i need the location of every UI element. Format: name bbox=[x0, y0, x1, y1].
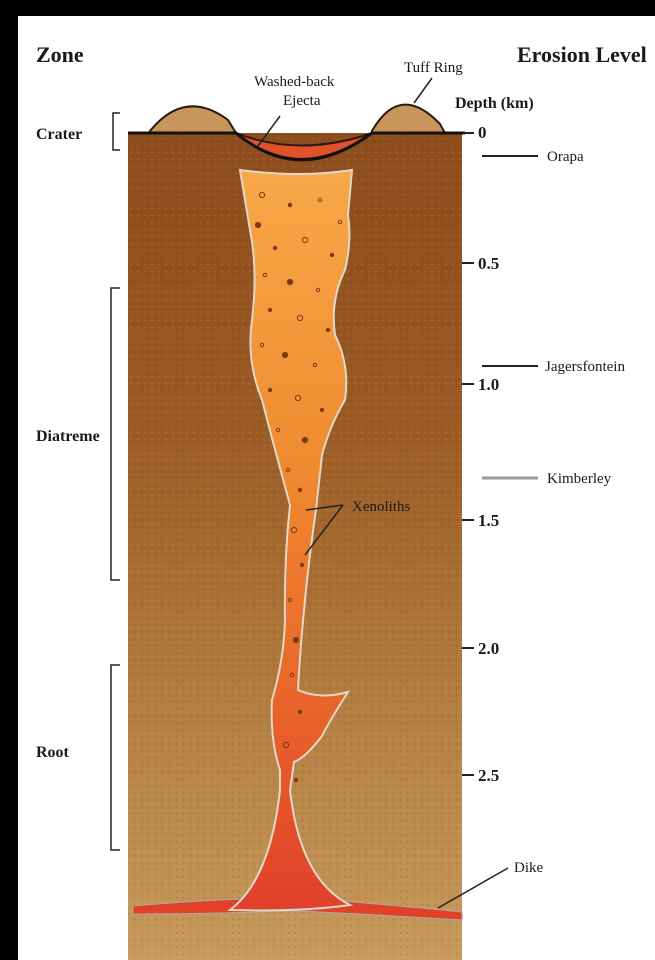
erosion-label-orapa: Orapa bbox=[547, 149, 584, 165]
xenolith-fragment bbox=[326, 328, 329, 331]
depth-tick-1.5: 1.5 bbox=[478, 511, 499, 530]
zone-label-diatreme: Diatreme bbox=[36, 428, 100, 445]
diatreme-bracket bbox=[111, 288, 120, 580]
xenolith-fragment bbox=[294, 778, 297, 781]
washed-back-label-line1: Washed-back bbox=[254, 74, 335, 90]
xenolith-fragment bbox=[293, 637, 298, 642]
crater-bracket bbox=[113, 113, 120, 150]
xenolith-fragment bbox=[268, 308, 271, 311]
xenolith-fragment bbox=[282, 352, 287, 357]
washed-back-label-line2: Ejecta bbox=[283, 93, 321, 109]
xenolith-fragment bbox=[298, 710, 301, 713]
xenoliths-label: Xenoliths bbox=[352, 499, 410, 515]
xenolith-fragment bbox=[273, 246, 276, 249]
xenolith-fragment bbox=[255, 222, 260, 227]
erosion-level-header: Erosion Level bbox=[517, 42, 647, 67]
dike-label: Dike bbox=[514, 860, 544, 876]
tuff-ring-leader bbox=[414, 78, 432, 103]
tuff-ring-right bbox=[372, 105, 445, 133]
xenolith-fragment bbox=[298, 488, 301, 491]
zone-label-root: Root bbox=[36, 744, 70, 761]
zone-header: Zone bbox=[36, 42, 84, 67]
zone-label-crater: Crater bbox=[36, 126, 82, 143]
depth-tick-2.5: 2.5 bbox=[478, 766, 499, 785]
depth-tick-0: 0 bbox=[478, 123, 487, 142]
tuff-ring-label: Tuff Ring bbox=[404, 60, 463, 76]
xenolith-fragment bbox=[288, 203, 291, 206]
tuff-ring-left bbox=[150, 106, 236, 133]
erosion-label-jagersfontein: Jagersfontein bbox=[545, 359, 625, 375]
erosion-label-kimberley: Kimberley bbox=[547, 471, 612, 487]
depth-tick-1.0: 1.0 bbox=[478, 375, 499, 394]
depth-tick-2.0: 2.0 bbox=[478, 639, 499, 658]
depth-tick-0.5: 0.5 bbox=[478, 254, 499, 273]
root-bracket bbox=[111, 665, 120, 850]
depth-header: Depth (km) bbox=[455, 95, 534, 112]
xenolith-fragment bbox=[268, 388, 271, 391]
xenolith-fragment bbox=[330, 253, 333, 256]
xenolith-fragment bbox=[287, 279, 292, 284]
xenolith-fragment bbox=[320, 408, 323, 411]
depth-axis bbox=[462, 133, 474, 775]
xenolith-fragment bbox=[302, 437, 307, 442]
xenolith-fragment bbox=[300, 563, 303, 566]
